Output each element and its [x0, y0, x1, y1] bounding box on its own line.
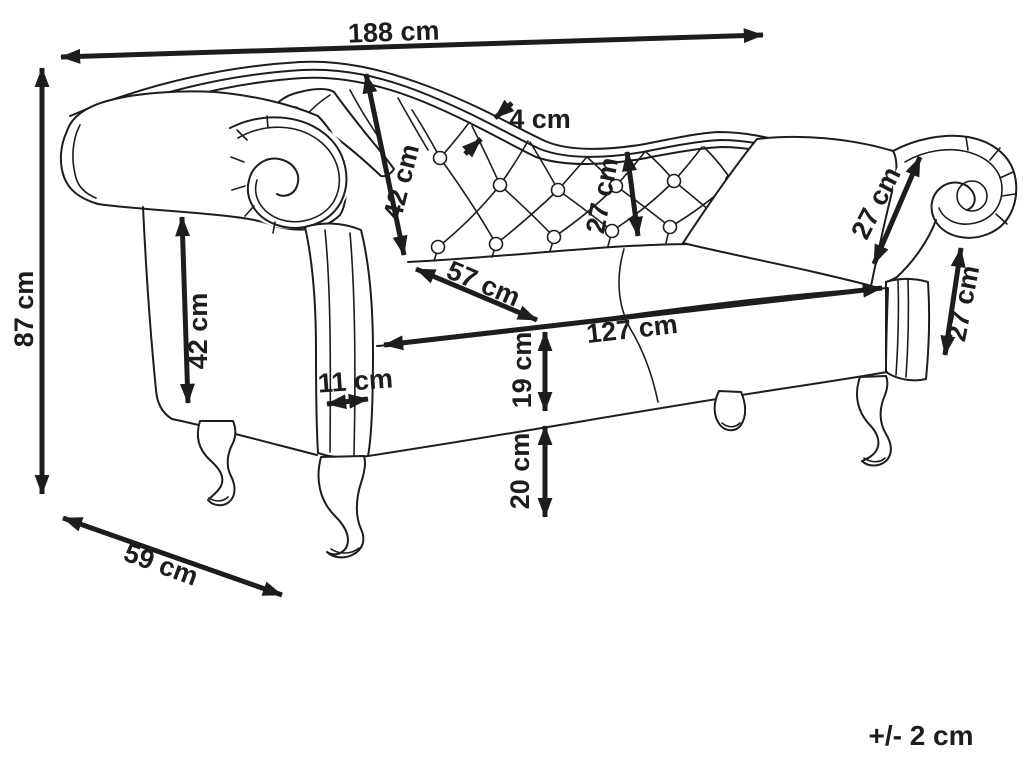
dim-label-depth: 59 cm [120, 537, 202, 591]
dim-label-arm-height: 42 cm [183, 293, 213, 370]
backrest-rail [69, 60, 801, 165]
right-arm-front-panel [884, 278, 931, 382]
dim-label-seat-width: 127 cm [585, 309, 679, 349]
dim-label-seat-diagonal-depth: 57 cm [442, 255, 524, 313]
dim-label-right-arm-front-height: 27 cm [941, 263, 985, 344]
dim-depth: 59 cm [62, 515, 283, 598]
dim-overall-width: 188 cm [60, 15, 764, 64]
back-right-leg [713, 390, 747, 432]
dim-label-seat-front-height: 19 cm [507, 332, 537, 409]
dim-label-clearance-height: 20 cm [505, 433, 535, 510]
dim-right-arm-front-height: 27 cm [940, 247, 985, 356]
dim-seat-front-height: 19 cm [507, 331, 553, 412]
legs [196, 375, 892, 559]
dim-label-trim-thickness: 4 cm [509, 104, 571, 134]
dim-label-overall-width: 188 cm [347, 15, 440, 48]
dim-label-backrest-mid-height: 27 cm [580, 155, 624, 236]
left-arm-front-panel [304, 222, 374, 459]
dim-trim-thickness: 4 cm [461, 99, 571, 158]
left-arm [59, 90, 352, 234]
dim-seat-width: 127 cm [383, 282, 883, 351]
front-left-leg [317, 455, 366, 559]
right-arm-scroll [885, 134, 1018, 283]
dim-arm-height: 42 cm [175, 216, 213, 404]
dim-seat-diagonal-depth: 57 cm [415, 255, 538, 323]
dim-arm-front-width: 11 cm [317, 363, 394, 410]
tolerance-note: +/- 2 cm [868, 720, 973, 751]
base-frame [142, 206, 888, 457]
back-left-leg [196, 420, 237, 507]
dim-label-overall-height: 87 cm [9, 271, 39, 348]
dim-overall-height: 87 cm [9, 67, 50, 495]
dim-clearance-height: 20 cm [505, 425, 553, 518]
dim-label-arm-front-width: 11 cm [317, 363, 394, 398]
front-right-leg [856, 375, 892, 467]
